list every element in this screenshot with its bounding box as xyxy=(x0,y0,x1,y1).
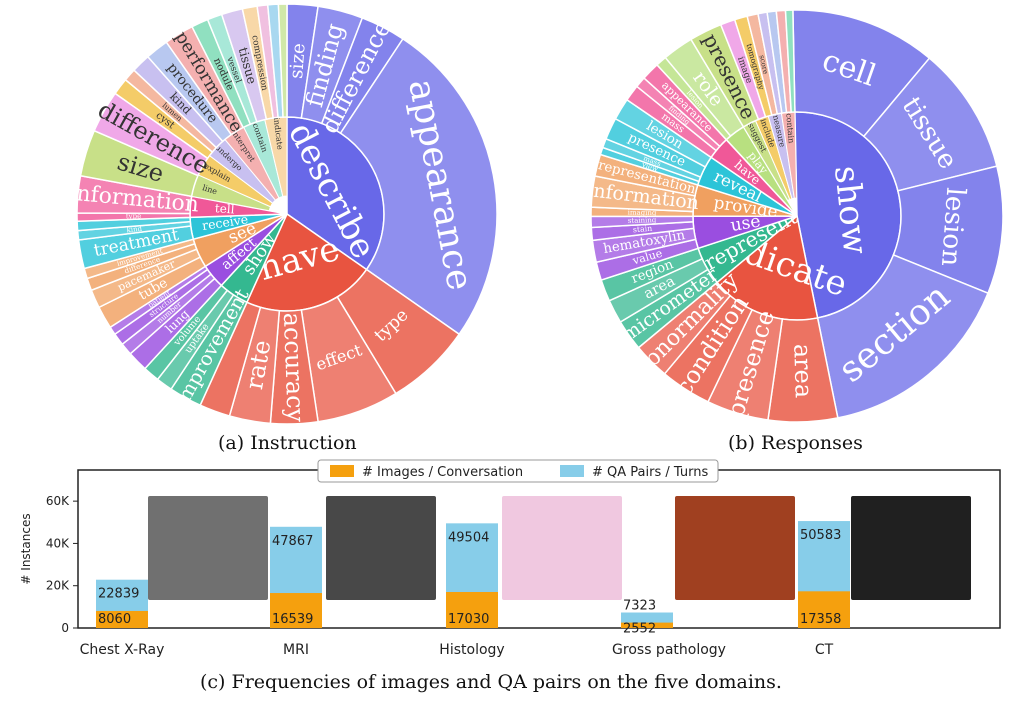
outer-label-lesion: lesion xyxy=(935,186,970,267)
data-label-qa-pairs: 7323 xyxy=(623,599,656,614)
legend-label--images-conversation: # Images / Conversation xyxy=(362,465,523,480)
caption-b: (b) Responses xyxy=(728,432,863,454)
data-label-qa-pairs: 50583 xyxy=(800,528,841,543)
y-tick-label: 20K xyxy=(46,579,70,593)
data-label-qa-pairs: 22839 xyxy=(98,587,139,602)
y-tick-label: 0 xyxy=(61,621,69,635)
legend-swatch--images-conversation xyxy=(330,465,354,477)
bar-images-mri xyxy=(270,593,322,628)
legend-label--qa-pairs-turns: # QA Pairs / Turns xyxy=(592,465,708,480)
outer-label-size: size xyxy=(286,42,310,79)
data-label-images: 17030 xyxy=(448,612,489,627)
responses-sunburst: showcelltissuelesionsectionindicateareap… xyxy=(586,9,1004,423)
x-category-label: Histology xyxy=(439,642,504,658)
x-category-label: MRI xyxy=(283,642,309,658)
inner-label-tell: tell xyxy=(214,201,235,216)
other-inner-label-line: line xyxy=(201,183,218,196)
gross-pathology-image xyxy=(675,496,795,600)
ct-image xyxy=(851,496,971,600)
outer-wedge-show-section xyxy=(816,253,989,419)
x-category-label: Gross pathology xyxy=(612,642,726,658)
x-category-label: Chest X-Ray xyxy=(80,642,165,658)
bar-images-ct xyxy=(798,591,850,628)
caption-c: (c) Frequencies of images and QA pairs o… xyxy=(200,671,782,693)
outer-label-type: type xyxy=(126,212,142,220)
other-inner-label-contain: contain xyxy=(784,113,796,144)
data-label-images: 16539 xyxy=(272,612,313,627)
data-label-images: 2552 xyxy=(623,622,656,637)
caption-a: (a) Instruction xyxy=(218,432,357,454)
bar-images-histology xyxy=(446,591,498,628)
outer-label-staining: staining xyxy=(628,216,657,225)
data-label-images: 8060 xyxy=(98,612,131,627)
outer-wedge-other-unlabeled-13 xyxy=(277,3,288,118)
y-axis-label: # Instances xyxy=(19,513,33,584)
outer-wedge-other-unlabeled-7 xyxy=(784,9,796,113)
chest-xray-image xyxy=(148,496,268,600)
legend xyxy=(317,459,719,483)
outer-label-accuracy: accuracy xyxy=(278,312,310,423)
outer-label-imaging: imaging xyxy=(628,209,657,218)
mri-image xyxy=(326,496,436,600)
data-label-qa-pairs: 49504 xyxy=(448,530,489,545)
data-label-images: 17358 xyxy=(800,612,841,627)
outer-label-score: score xyxy=(758,54,770,74)
bar-images-chest-x-ray xyxy=(96,610,148,628)
inner-label-show: show xyxy=(826,164,875,257)
histology-image xyxy=(502,496,622,600)
outer-label-stain: stain xyxy=(633,224,653,235)
data-label-qa-pairs: 47867 xyxy=(272,534,313,549)
legend-swatch--qa-pairs-turns xyxy=(560,465,584,477)
bar-images-gross-pathology xyxy=(621,622,673,628)
x-category-label: CT xyxy=(815,642,834,658)
y-tick-label: 40K xyxy=(46,536,70,550)
other-inner-label-indicate: indicate xyxy=(272,117,285,151)
outer-label-kind: kind xyxy=(126,225,143,235)
outer-wedge-describe-appearance xyxy=(339,37,498,336)
outer-label-area: area xyxy=(788,343,818,398)
y-tick-label: 60K xyxy=(46,494,70,508)
